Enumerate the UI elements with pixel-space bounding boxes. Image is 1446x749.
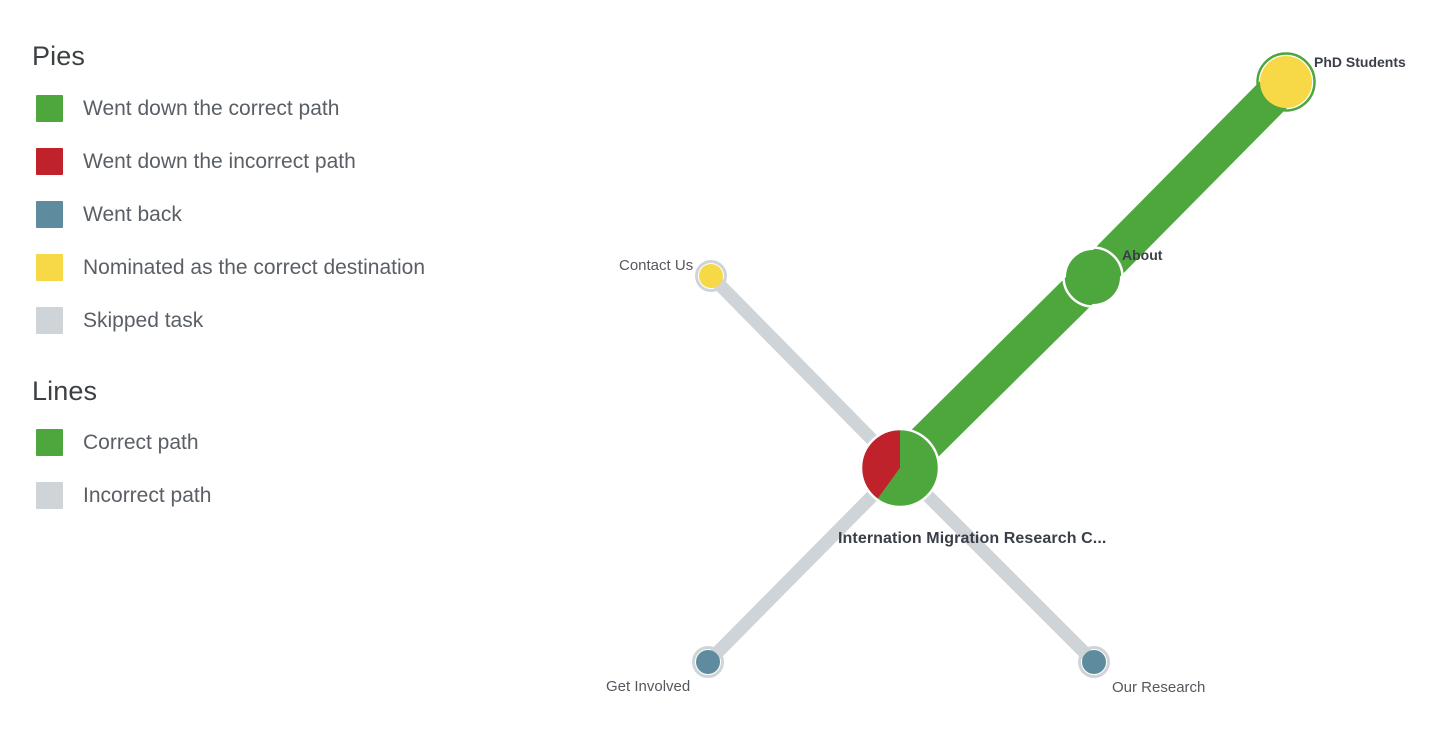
node-disc [696, 650, 720, 674]
node-label-contact-us: Contact Us [619, 256, 694, 274]
node-label-phd-students: PhD Students [1314, 54, 1406, 70]
edge-layer [701, 63, 1305, 669]
graph-node-our-research[interactable] [1078, 646, 1110, 678]
node-ring [1256, 52, 1316, 112]
legend-item-label: Went down the incorrect path [83, 149, 356, 173]
graph-edge-root-to-about[interactable] [881, 258, 1112, 487]
graph-node-root[interactable] [859, 427, 941, 509]
color-swatch-icon [36, 200, 63, 228]
node-disc [1260, 56, 1312, 108]
node-ring [692, 646, 724, 678]
color-swatch-icon [36, 306, 63, 334]
legend-item-skipped-task[interactable]: Skipped task [30, 294, 550, 347]
graph-node-get-involved[interactable] [692, 646, 724, 678]
node-disc [1066, 250, 1120, 304]
legend-item-label: Went back [83, 202, 182, 226]
graph-node-contact-us[interactable] [695, 260, 727, 292]
pie-slice-incorrect [862, 430, 900, 499]
graph-edge-root-to-get-involved[interactable] [701, 461, 907, 669]
legend-group-pies: Pies Went down the correct path Went dow… [30, 41, 550, 347]
legend-item-label: Correct path [83, 431, 199, 455]
legend-item-label: Went down the correct path [83, 96, 340, 120]
legend-item-went-down-incorrect-path[interactable]: Went down the incorrect path [30, 135, 550, 188]
legend-item-went-down-correct-path[interactable]: Went down the correct path [30, 82, 550, 135]
graph-edge-root-to-our-research[interactable] [893, 461, 1101, 669]
color-swatch-icon [36, 94, 63, 122]
graph-edge-about-to-phd-students[interactable] [1074, 63, 1305, 296]
node-label-root: Internation Migration Research C... [838, 530, 1107, 547]
node-ring [1078, 646, 1110, 678]
color-swatch-icon [36, 253, 63, 281]
legend-item-incorrect-path[interactable]: Incorrect path [30, 469, 550, 522]
graph-node-phd-students[interactable] [1256, 52, 1316, 112]
graph-edge-root-to-contact-us[interactable] [704, 269, 907, 475]
node-ring [859, 427, 941, 509]
node-layer [692, 52, 1316, 678]
legend-item-correct-path[interactable]: Correct path [30, 416, 550, 469]
node-disc [699, 264, 723, 288]
legend-item-label: Nominated as the correct destination [83, 255, 426, 279]
node-disc [1082, 650, 1106, 674]
color-swatch-icon [36, 147, 63, 175]
legend-item-label: Incorrect path [83, 484, 212, 508]
node-label-get-involved: Get Involved [606, 677, 691, 695]
node-label-about: About [1122, 247, 1163, 263]
legend-title-pies: Pies [32, 41, 85, 71]
node-label-our-research: Our Research [1112, 678, 1206, 696]
node-ring [695, 260, 727, 292]
legend-panel: Pies Went down the correct path Went dow… [30, 41, 550, 544]
legend-item-nominated-as-correct-destination[interactable]: Nominated as the correct destination [30, 241, 550, 294]
pie-slice-correct [877, 430, 939, 506]
legend-title-lines: Lines [32, 375, 98, 406]
color-swatch-icon [36, 482, 63, 510]
legend-group-lines: Lines Correct path Incorrect path [30, 375, 550, 523]
graph-node-about[interactable] [1062, 246, 1124, 308]
legend-item-went-back[interactable]: Went back [30, 188, 550, 241]
legend-item-label: Skipped task [83, 308, 204, 332]
node-ring [1062, 246, 1124, 308]
color-swatch-icon [36, 429, 63, 457]
